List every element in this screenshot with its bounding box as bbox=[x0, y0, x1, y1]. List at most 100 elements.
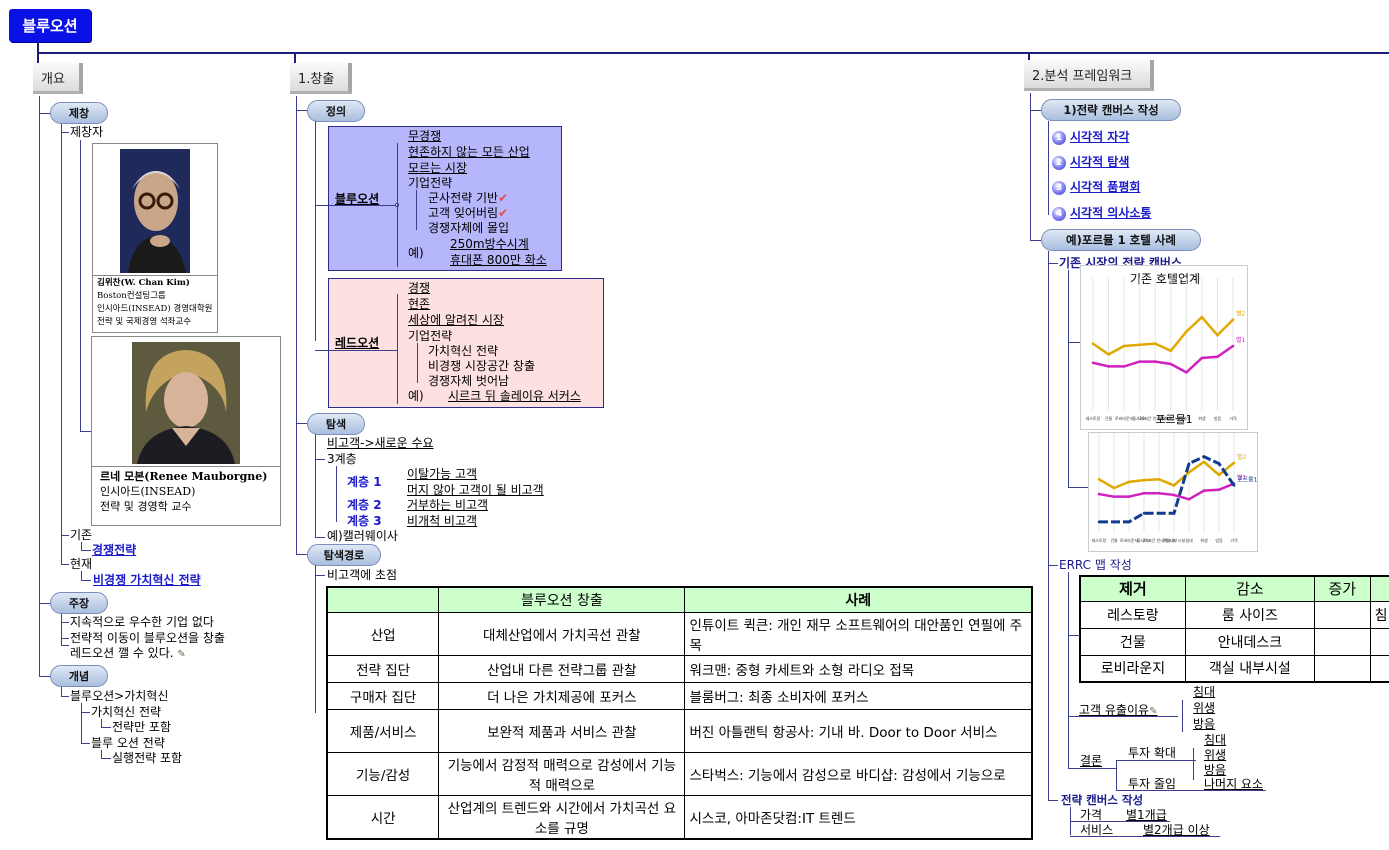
connector bbox=[1048, 565, 1058, 566]
connector bbox=[1068, 270, 1069, 488]
table-cell: 기능/감성 bbox=[326, 751, 440, 796]
pill-search[interactable]: 탐색 bbox=[307, 413, 365, 435]
table-header bbox=[326, 586, 440, 613]
connector bbox=[101, 758, 111, 759]
check-icon: ✔ bbox=[498, 191, 509, 205]
link-noncompetitive-strategy[interactable]: 비경쟁 가치혁신 전략 bbox=[93, 573, 201, 587]
chart-title: 포르뮬1 bbox=[1155, 413, 1193, 426]
connector bbox=[1116, 760, 1196, 761]
connector bbox=[81, 743, 90, 744]
data-point bbox=[1217, 473, 1221, 477]
red-item: 기업전략 bbox=[408, 329, 453, 343]
connector bbox=[81, 571, 82, 580]
invest-up-item: 침대 bbox=[1204, 733, 1227, 747]
search-example: 예)캘러웨이사 bbox=[327, 529, 398, 543]
data-point bbox=[1138, 343, 1141, 347]
x-tick-label: 가격 bbox=[1230, 537, 1238, 543]
series-label: 별1 bbox=[1237, 474, 1247, 482]
x-tick-label: 가격 bbox=[1229, 415, 1237, 421]
table-row: 시간 산업계의 트렌드와 시간에서 가치곡선 요소를 규명 시스코, 아마존닷컴… bbox=[326, 794, 1033, 840]
connector bbox=[101, 750, 102, 758]
x-tick-label: 로비라운지 bbox=[1120, 537, 1139, 543]
pill-founding[interactable]: 제창 bbox=[50, 102, 108, 124]
pill-label: 주장 bbox=[68, 597, 90, 610]
table-cell: 전략 집단 bbox=[326, 654, 440, 683]
series-label: 포르뮬1 bbox=[1237, 476, 1258, 483]
x-tick-label: 위생 bbox=[1198, 415, 1206, 421]
pill-definition[interactable]: 정의 bbox=[307, 100, 365, 122]
connector bbox=[81, 712, 90, 713]
data-point bbox=[1232, 484, 1236, 487]
x-tick-label: 룸사이즈 bbox=[1132, 415, 1147, 421]
table-cell: 스타벅스: 기능에서 감성으로 바디샵: 감성에서 기능으로 bbox=[684, 751, 1033, 796]
pill-search-path[interactable]: 탐색경로 bbox=[307, 544, 381, 566]
root-node[interactable]: 블루오션 bbox=[9, 9, 91, 42]
connector bbox=[61, 124, 62, 564]
connector bbox=[1193, 748, 1194, 780]
table-cell bbox=[1313, 627, 1371, 656]
connector bbox=[61, 638, 69, 639]
table-header: 블루오션 창출 bbox=[438, 586, 686, 613]
data-point bbox=[1142, 478, 1146, 482]
table-cell bbox=[1313, 600, 1371, 629]
red-ocean-label[interactable]: 레드오션 bbox=[335, 336, 380, 350]
connector bbox=[1068, 716, 1178, 717]
series-line-별2 bbox=[1098, 460, 1235, 490]
x-tick-label: 레스토랑 bbox=[1092, 537, 1107, 543]
data-point bbox=[1153, 360, 1157, 363]
series-line-별2 bbox=[1092, 315, 1234, 356]
data-point bbox=[1169, 362, 1173, 366]
x-tick-label: 건물 bbox=[1110, 537, 1118, 543]
data-point bbox=[1127, 495, 1131, 498]
x-tick-label: 건물 bbox=[1105, 415, 1113, 421]
link-competitive-strategy[interactable]: 경쟁전략 bbox=[92, 543, 137, 557]
data-point bbox=[1217, 462, 1221, 465]
x-tick-label: 방음 bbox=[1214, 415, 1222, 421]
table-row: 전략 집단 산업내 다른 전략그룹 관찰 워크맨: 중형 카세트와 소형 라디오… bbox=[326, 654, 1033, 683]
pill-strategy-canvas[interactable]: 1)전략 캔버스 작성 bbox=[1041, 99, 1181, 121]
founder1-line: 인시아드(INSEAD) 경영대학원 bbox=[97, 304, 213, 314]
existing-label: 기존 bbox=[70, 528, 93, 542]
pill-claim[interactable]: 주장 bbox=[50, 592, 108, 614]
data-point bbox=[1202, 460, 1206, 464]
blue-item: 기업전략 bbox=[408, 176, 453, 190]
tier-label[interactable]: 계층 3 bbox=[347, 514, 382, 528]
founder1-line: 전략 및 국제경영 석좌교수 bbox=[97, 317, 192, 327]
tier-label[interactable]: 계층 1 bbox=[347, 475, 382, 489]
invest-down-label: 투자 줄임 bbox=[1128, 777, 1176, 791]
table-row: 건물 안내데스크 bbox=[1079, 627, 1389, 656]
data-point bbox=[1122, 365, 1126, 368]
table-row: 레스토랑 룸 사이즈 침 bbox=[1079, 600, 1389, 629]
connector bbox=[1068, 572, 1069, 768]
concept-item: 블루 오션 전략 bbox=[91, 736, 165, 750]
topic-creation[interactable]: 1.창출 bbox=[290, 63, 352, 94]
table-cell: 보완적 제품과 서비스 관찰 bbox=[438, 708, 686, 753]
tier-label[interactable]: 계층 2 bbox=[347, 498, 382, 512]
topic-framework[interactable]: 2.분석 프레임워크 bbox=[1024, 60, 1154, 91]
pill-concept[interactable]: 개념 bbox=[50, 665, 108, 687]
churn-item: 위생 bbox=[1193, 701, 1216, 715]
pill-formule1-case[interactable]: 예)포르뮬 1 호텔 사례 bbox=[1041, 229, 1201, 251]
table-cell: 객실 내부시설 bbox=[1184, 654, 1315, 683]
connector bbox=[37, 42, 39, 54]
topic-overview[interactable]: 개요 bbox=[33, 63, 83, 94]
red-item: 경쟁 bbox=[408, 281, 431, 295]
red-item: 세상에 알려진 시장 bbox=[408, 313, 504, 327]
table-cell: 더 나은 가치제공에 포커스 bbox=[438, 681, 686, 710]
table-cell: 로비라운지 bbox=[1079, 654, 1186, 683]
connector bbox=[1070, 821, 1170, 822]
data-point bbox=[1169, 349, 1173, 353]
connector bbox=[315, 565, 316, 713]
founder1-name: 김위찬(W. Chan Kim) bbox=[97, 278, 190, 288]
founder1-card: 김위찬(W. Chan Kim) Boston컨설팅그룹 인시아드(INSEAD… bbox=[92, 143, 218, 333]
data-point bbox=[1231, 318, 1235, 321]
series-label: 별1 bbox=[1236, 336, 1246, 344]
data-point bbox=[1200, 356, 1204, 360]
x-tick-label: 24시간 안내데스크 bbox=[1139, 415, 1171, 421]
blue-ocean-box bbox=[328, 126, 562, 271]
blue-ocean-label[interactable]: 블루오션 bbox=[335, 192, 380, 206]
